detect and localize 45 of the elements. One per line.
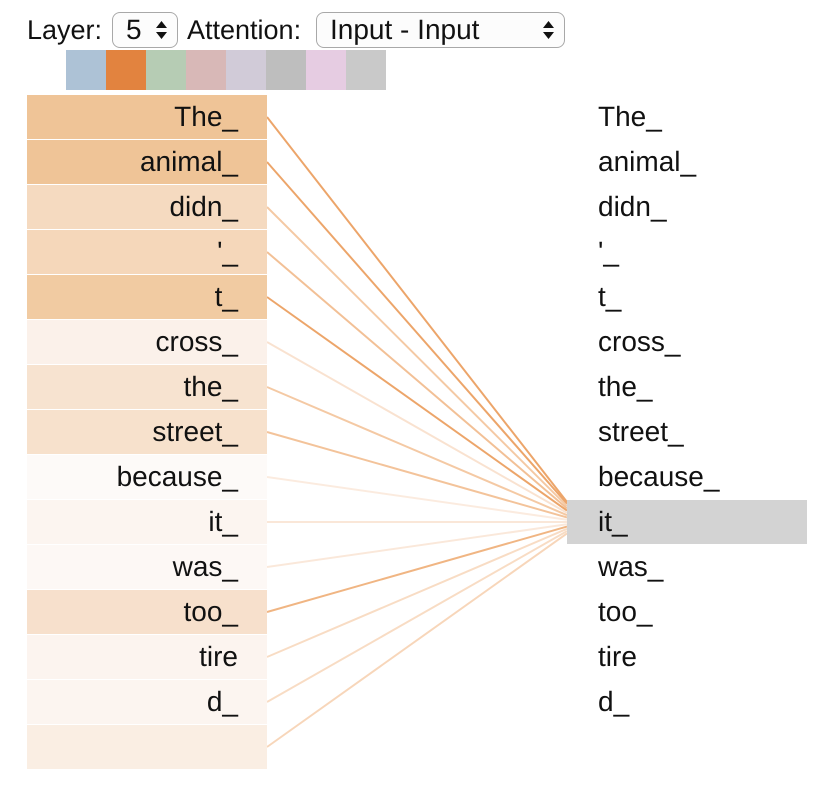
token-row: '_: [27, 230, 267, 274]
token-text: street_: [598, 418, 684, 446]
token-text: the_: [598, 373, 652, 401]
attention-line: [266, 251, 568, 510]
token-text: too_: [598, 598, 652, 626]
token-text: because_: [598, 463, 720, 491]
attention-line: [266, 526, 568, 613]
token-row: was_: [27, 545, 267, 589]
attention-line: [266, 341, 568, 514]
attention-select: Input - Input: [316, 12, 565, 48]
attention-line: [266, 386, 568, 516]
token-row: street_: [27, 410, 267, 454]
layer-select: 5: [112, 12, 178, 48]
attention-line: [266, 528, 568, 658]
token-text: d_: [598, 688, 630, 716]
token-text: '_: [598, 238, 619, 266]
token-text: tire: [598, 643, 637, 671]
token-row: didn_: [27, 185, 267, 229]
field-label: Attention:: [187, 14, 302, 47]
token-text: t_: [598, 283, 622, 311]
token-row: the_: [27, 365, 267, 409]
token-row: tire: [27, 635, 267, 679]
token-text: didn_: [598, 193, 667, 221]
attention-line: [267, 521, 567, 523]
token-row: d_: [27, 680, 267, 724]
attention-line: [266, 523, 568, 568]
attention-line: [266, 530, 568, 703]
token-row: it_: [27, 500, 267, 544]
selected-token-row: it_: [567, 500, 807, 544]
attention-line: [266, 296, 568, 512]
attention-line: [266, 532, 568, 748]
token-text: cross_: [598, 328, 680, 356]
token-row: [27, 725, 267, 769]
field-label: Layer:: [27, 14, 102, 47]
token-row: t_: [27, 275, 267, 319]
token-text: The_: [598, 103, 662, 131]
token-row: cross_: [27, 320, 267, 364]
token-row: The_: [27, 95, 267, 139]
token-row: too_: [27, 590, 267, 634]
attention-line: [266, 476, 568, 521]
token-text: animal_: [598, 148, 696, 176]
token-row: because_: [27, 455, 267, 499]
attention-line: [266, 431, 568, 518]
token-text: was_: [598, 553, 664, 581]
token-row: animal_: [27, 140, 267, 184]
